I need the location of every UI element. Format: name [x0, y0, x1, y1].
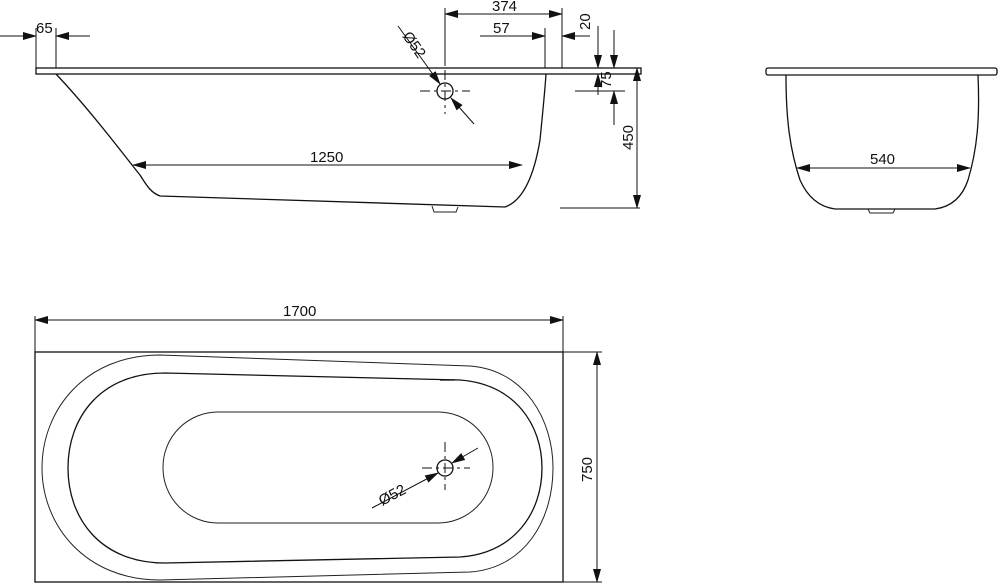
top-basin-outer [41, 354, 554, 581]
dim-depth: 450 [620, 125, 637, 150]
top-bottom-flat [162, 411, 494, 524]
dim-rim-thickness: 20 [577, 13, 594, 30]
end-drain-foot [867, 208, 896, 214]
side-drain-symbol [397, 25, 475, 125]
dim-rim-offset: 65 [36, 20, 53, 37]
dim-top-drain-diameter: Ø52 [376, 481, 409, 509]
dim-drain-to-end: 374 [492, 0, 517, 15]
dim-drain-offset: 57 [493, 20, 510, 37]
dim-length: 1700 [283, 303, 316, 320]
end-tub-body [785, 74, 980, 210]
dim-bottom-length: 1250 [310, 149, 343, 166]
top-outer-rim [34, 351, 564, 583]
dim-bottom-width: 540 [870, 151, 895, 168]
side-view: 65 374 57 20 75 450 1250 [0, 0, 642, 213]
top-basin-inner [67, 372, 543, 564]
top-drain-symbol [371, 442, 479, 509]
end-rim [765, 67, 998, 76]
end-view: 540 [765, 67, 998, 214]
side-tub-body [55, 73, 547, 208]
side-drain-foot [431, 205, 459, 213]
side-rim [35, 67, 642, 75]
dim-drain-depth: 75 [598, 71, 615, 88]
dim-width: 750 [579, 457, 596, 482]
top-view: 1700 750 Ø52 [34, 303, 602, 583]
